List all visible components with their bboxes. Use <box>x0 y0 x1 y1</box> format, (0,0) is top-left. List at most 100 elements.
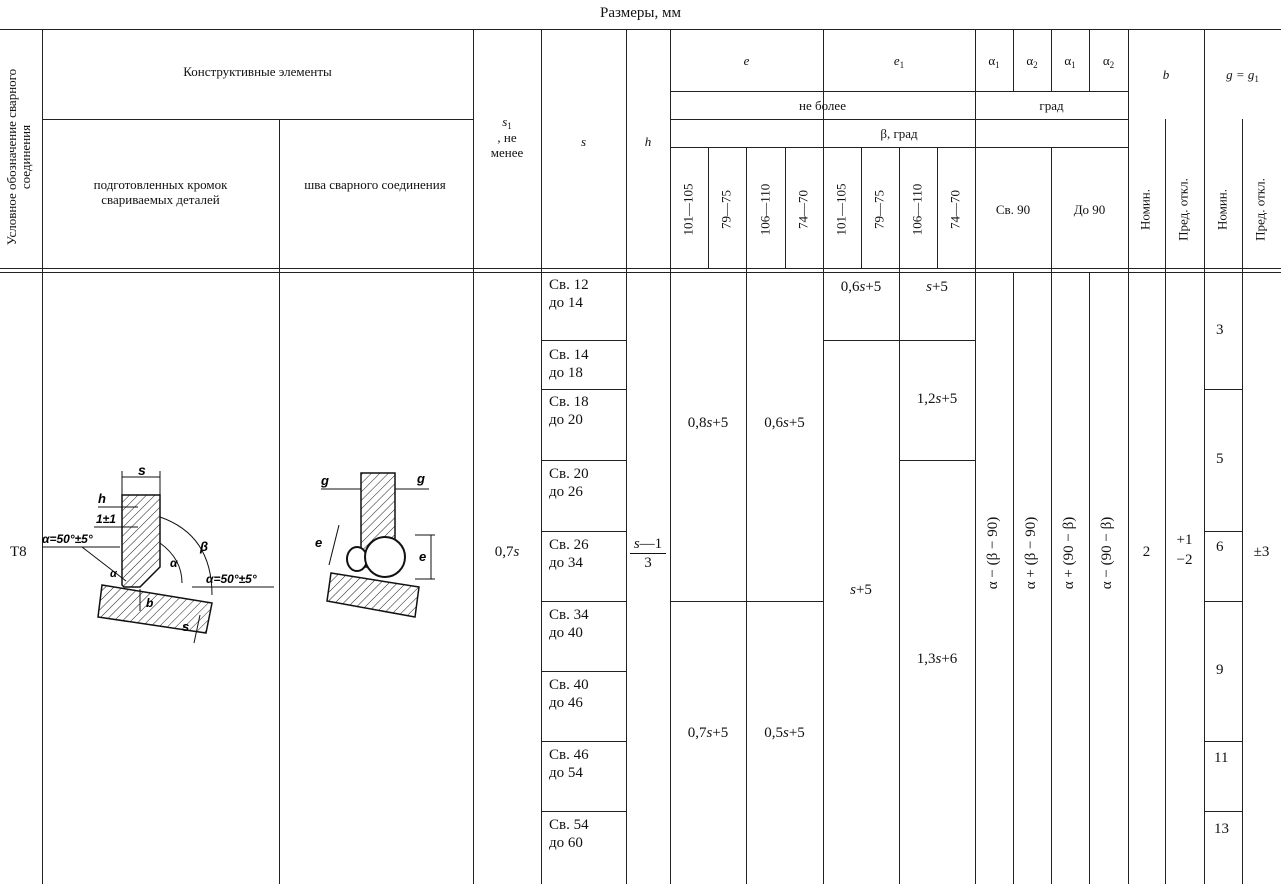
beta-range-8: 74—70 <box>947 190 963 229</box>
dim-e1-label: e <box>315 535 322 550</box>
dim-b-label: b <box>146 596 153 610</box>
beta-deg-header: β, град <box>880 126 918 141</box>
prepared-edges-drawing: s h 1±1 α=50°±5° α=50°±5° β α α b s <box>42 462 274 644</box>
alpha2-header-b: α2 <box>1102 53 1115 70</box>
h-numerator: s—1 <box>630 536 666 554</box>
e-value-b2: 0,5s+5 <box>764 725 805 741</box>
dim-h-value: 1±1 <box>96 512 116 526</box>
g-value-5: 11 <box>1214 750 1229 766</box>
s-range-to: до 54 <box>549 765 583 781</box>
beta-range-7: 106—110 <box>909 183 925 236</box>
e1-value-mid: 1,2s+5 <box>916 391 958 407</box>
dim-h-label: h <box>98 491 106 506</box>
b-header: b <box>1162 67 1170 82</box>
dim-e-label: e <box>419 549 426 564</box>
b-tol-minus: −2 <box>1176 552 1193 568</box>
s-range-3: Св. 18 до 20 <box>549 393 589 429</box>
e-value-a2: 0,6s+5 <box>764 415 805 431</box>
g-tol-header: Пред. откл. <box>1252 178 1268 241</box>
e1-value-top1: 0,6s+5 <box>840 279 882 295</box>
s-range-to: до 18 <box>549 365 583 381</box>
s-range-to: до 34 <box>549 555 583 571</box>
e-value-a1: 0,8s+5 <box>687 415 729 431</box>
g-tolerance: ±3 <box>1253 544 1270 560</box>
s-range-from: Св. 54 <box>549 817 589 833</box>
beta-range-5: 101—105 <box>833 183 849 236</box>
b-nominal: 2 <box>1142 544 1151 560</box>
designation-header: Условное обозначение сварного соединения <box>4 68 33 246</box>
s-range-4: Св. 20 до 26 <box>549 465 589 501</box>
b-nom-header: Номин. <box>1137 188 1153 231</box>
g-value-2: 5 <box>1216 451 1224 467</box>
s-range-to: до 14 <box>549 295 583 311</box>
vertical-plate <box>121 494 161 588</box>
s-range-to: до 20 <box>549 412 583 428</box>
e1-value-left: s+5 <box>850 582 872 598</box>
s-range-from: Св. 20 <box>549 466 589 482</box>
beta-range-2: 79—75 <box>718 190 734 229</box>
dim-s1-label: s <box>182 619 189 634</box>
s-range-to: до 46 <box>549 695 583 711</box>
s-range-from: Св. 12 <box>549 277 589 293</box>
prepared-edges-header: подготовленных кромок свариваемых детале… <box>93 177 228 207</box>
e1-value-low: 1,3s+6 <box>916 651 958 667</box>
g-header: g = g1 <box>1226 67 1259 84</box>
beta-range-6: 79—75 <box>871 190 887 229</box>
alpha-formula-4: α − (90 − β) <box>1099 516 1115 590</box>
g-value-6: 13 <box>1214 821 1229 837</box>
dim-s-label: s <box>138 462 146 478</box>
alpha-formula-3: α + (90 − β) <box>1061 516 1077 590</box>
alpha-formula-1: α − (β − 90) <box>985 516 1001 590</box>
weld-bead-right <box>364 536 406 578</box>
s-range-from: Св. 46 <box>549 747 589 763</box>
base-plate <box>326 572 420 618</box>
beta-range-4: 74—70 <box>795 190 811 229</box>
s-range-from: Св. 26 <box>549 537 589 553</box>
upto90-header: До 90 <box>1073 202 1106 217</box>
s-range-to: до 40 <box>549 625 583 641</box>
s-range-to: до 26 <box>549 484 583 500</box>
s1-symbol: s <box>502 114 508 129</box>
alpha-left-label: α=50°±5° <box>42 532 93 546</box>
s-range-1: Св. 12 до 14 <box>549 276 589 312</box>
alpha-right-label: α=50°±5° <box>206 572 257 586</box>
s1-value: 0,7s <box>494 544 520 560</box>
s-range-8: Св. 46 до 54 <box>549 746 589 782</box>
g-nom-header: Номин. <box>1214 188 1230 231</box>
s-range-9: Св. 54 до 60 <box>549 816 589 852</box>
weld-bead-left <box>346 546 368 572</box>
alpha1-label: α <box>170 556 178 570</box>
s1-subscript: 1 <box>507 121 512 131</box>
alpha2-label: α <box>110 568 118 580</box>
page-caption: Размеры, мм <box>600 5 681 21</box>
e1-value-top2: s+5 <box>926 279 948 295</box>
g-value-4: 9 <box>1216 662 1224 678</box>
s-range-to: до 60 <box>549 835 583 851</box>
base-plate <box>97 584 213 634</box>
alpha1-header-b: α1 <box>1064 53 1076 70</box>
not-more-header: не более <box>799 98 846 113</box>
s-range-5: Св. 26 до 34 <box>549 536 589 572</box>
alpha1-header-a: α1 <box>988 53 1000 70</box>
dim-g1-label: g <box>320 473 329 488</box>
s-header: s <box>580 134 587 149</box>
alpha2-header-a: α2 <box>1026 53 1038 70</box>
weld-seam-header: шва сварного соединения <box>304 177 446 192</box>
row-code: Т8 <box>10 544 27 560</box>
weld-seam-drawing: g g e e <box>315 471 435 618</box>
g-value-1: 3 <box>1216 322 1224 338</box>
dim-g-label: g <box>416 471 425 486</box>
beta-label: β <box>199 539 208 554</box>
e-header: e <box>743 53 750 68</box>
h-header: h <box>644 134 652 149</box>
over90-header: Св. 90 <box>995 202 1031 217</box>
s-range-from: Св. 18 <box>549 394 589 410</box>
structural-elements-header: Конструктивные элементы <box>183 64 332 79</box>
e-value-b1: 0,7s+5 <box>687 725 729 741</box>
b-tol-plus: +1 <box>1176 532 1193 548</box>
